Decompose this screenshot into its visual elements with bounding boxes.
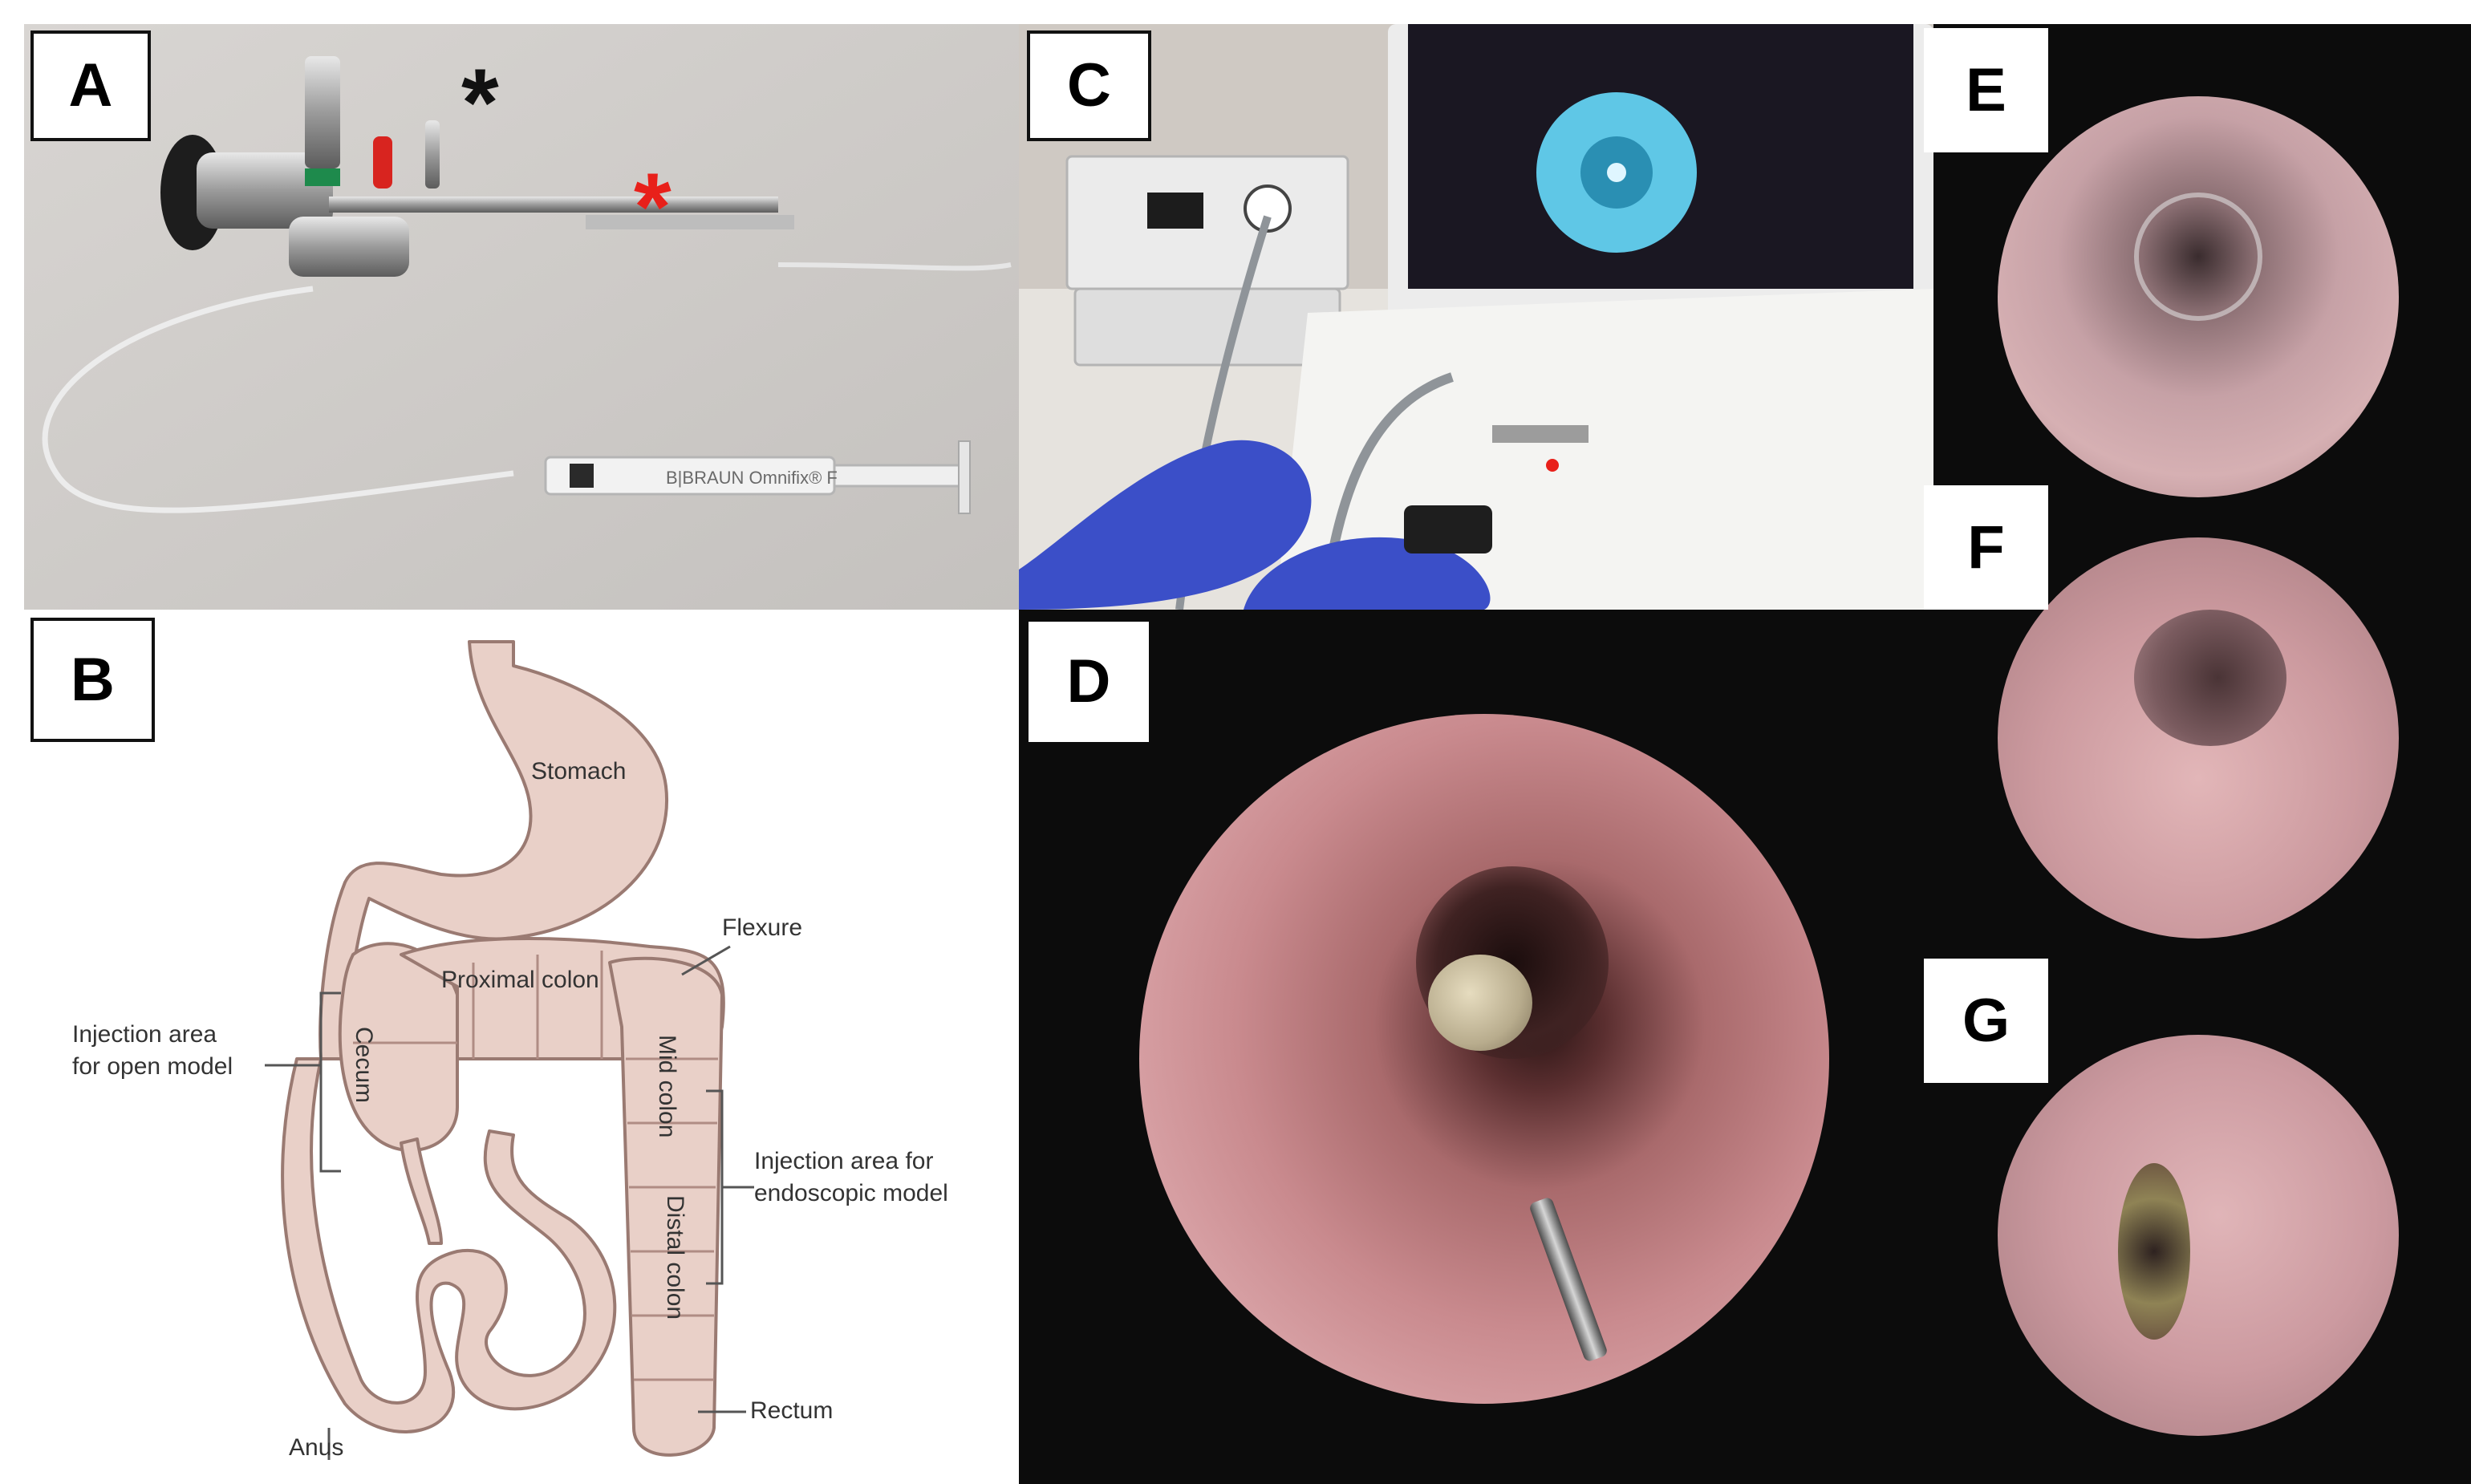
syringe-plunger (833, 464, 964, 488)
injection-endo-line2: endoscopic model (754, 1180, 948, 1206)
descending-colon-shape (608, 956, 724, 1457)
label-injection-endoscopic-model: Injection area for endoscopic model (754, 1145, 948, 1210)
panel-label-g: G (1924, 959, 2048, 1083)
endoscopic-view-d (1139, 714, 1829, 1404)
scope-body (197, 152, 333, 229)
black-asterisk-marker: * (461, 49, 499, 156)
equipment-illustration: B|BRAUN Omnifix® F (24, 24, 1019, 610)
panel-label-d: D (1029, 622, 1149, 742)
label-cecum: Cecum (351, 1027, 377, 1104)
label-proximal-colon: Proximal colon (441, 967, 599, 993)
injection-open-line1: Injection area (72, 1021, 217, 1048)
light-source-unit (1065, 155, 1349, 290)
label-mid-colon: Mid colon (654, 1035, 680, 1138)
colon-lumen-f (2134, 610, 2286, 746)
label-injection-open-model: Injection area for open model (72, 1019, 233, 1083)
right-gloved-hand (1244, 537, 1491, 610)
colon-lumen-g (2118, 1163, 2190, 1340)
water-ripple-rings (2134, 193, 2262, 321)
endoscopic-view-e (1998, 96, 2399, 497)
camera-unit (1073, 287, 1341, 367)
label-anus: Anus (289, 1434, 344, 1461)
endoscopic-view-g (1998, 1035, 2399, 1436)
panel-label-c: C (1027, 30, 1151, 141)
panel-a-equipment-photo: B|BRAUN Omnifix® F * * (24, 24, 1019, 610)
small-intestine-shape (281, 1057, 617, 1433)
tubing-upper (777, 262, 1012, 271)
leader-line-flexure (681, 945, 731, 976)
label-stomach: Stomach (531, 758, 627, 785)
panel-d-endoscopic-view (1019, 610, 1933, 1484)
red-asterisk-marker: * (634, 153, 672, 261)
injection-needle (1528, 1196, 1609, 1363)
label-flexure: Flexure (722, 914, 803, 941)
panel-label-e: E (1924, 28, 2048, 152)
injection-endo-line1: Injection area for (754, 1148, 934, 1174)
endoscope-handle (1404, 505, 1492, 553)
scope-ports (289, 217, 409, 277)
endoscopic-view-f (1998, 537, 2399, 939)
bracket-open-model (319, 991, 341, 1173)
fecal-pellet (1428, 955, 1532, 1051)
panel-b-anatomy-diagram: Stomach Flexure Proximal colon Cecum Mid… (24, 610, 1019, 1484)
panel-c-procedure-photo (1019, 24, 1933, 610)
label-rectum: Rectum (750, 1397, 834, 1424)
red-valve (373, 136, 392, 189)
panel-efg-column (1933, 24, 2471, 1484)
syringe-brand-text: B|BRAUN Omnifix® F (666, 468, 838, 488)
left-gloved-hand (1019, 440, 1312, 610)
injection-open-line2: for open model (72, 1053, 233, 1080)
panel-label-a: A (30, 30, 151, 141)
colon-anatomy-svg (265, 640, 754, 1460)
scope-shaft (329, 197, 778, 213)
tubing-loop (42, 286, 514, 513)
label-distal-colon: Distal colon (662, 1195, 688, 1320)
panel-label-b: B (30, 618, 155, 742)
appendix-shape (400, 1137, 443, 1245)
procedure-setup-illustration (1019, 24, 1933, 610)
light-post (305, 56, 340, 168)
panel-label-f: F (1924, 485, 2048, 610)
